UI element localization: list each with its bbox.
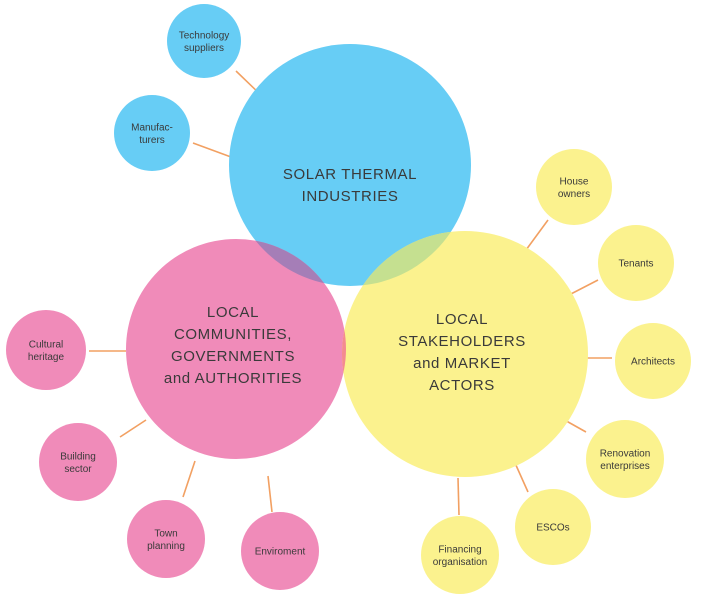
label-line: LOCAL <box>436 311 488 328</box>
label-line: STAKEHOLDERS <box>398 333 526 350</box>
satellite-manufacturers[interactable]: Manufac-turers <box>114 95 190 171</box>
satellite-cultural-heritage[interactable]: Cultural heritage <box>6 310 86 390</box>
label-line: COMMUNITIES, <box>174 326 292 343</box>
satellite-escos[interactable]: ESCOs <box>515 489 591 565</box>
connector-building-sector <box>119 419 147 438</box>
satellite-renovation-enterprises-circle[interactable] <box>586 420 664 498</box>
connector-town-planning <box>182 460 196 498</box>
satellite-building-sector-label: Building sector <box>60 451 96 475</box>
label-line: enterprises <box>600 461 649 472</box>
satellite-architects[interactable]: Architects <box>615 323 691 399</box>
label-line: suppliers <box>184 43 224 54</box>
satellite-cultural-heritage-circle[interactable] <box>6 310 86 390</box>
satellite-circles: Technology suppliers Manufac-turers Cultu… <box>6 4 691 594</box>
label-line: organisation <box>433 557 487 568</box>
connector-escos <box>514 462 529 493</box>
satellite-building-sector[interactable]: Building sector <box>39 423 117 501</box>
satellite-house-owners-circle[interactable] <box>536 149 612 225</box>
satellite-tenants-label: Tenants <box>618 259 653 270</box>
satellite-architects-circle[interactable] <box>615 323 691 399</box>
satellite-financing-organisation[interactable]: Financing organisation <box>421 516 499 594</box>
satellite-cultural-heritage-label: Cultural heritage <box>28 339 65 363</box>
solar-thermal-label: SOLAR THERMAL INDUSTRIES <box>283 166 417 205</box>
satellite-manufacturers-circle[interactable] <box>114 95 190 171</box>
satellite-house-owners[interactable]: House owners <box>536 149 612 225</box>
satellite-town-planning-circle[interactable] <box>127 500 205 578</box>
connector-financing-organisation <box>457 477 460 516</box>
label-line: Cultural <box>29 339 63 350</box>
satellite-enviroment-circle[interactable] <box>241 512 319 590</box>
connector-lines <box>89 70 612 516</box>
label-line: Town <box>154 528 177 539</box>
label-line: Technology <box>179 30 230 41</box>
label-line: Renovation <box>600 448 651 459</box>
connector-manufacturers <box>192 142 232 158</box>
label-line: GOVERNMENTS <box>171 348 295 365</box>
satellite-enviroment[interactable]: Enviroment <box>241 512 319 590</box>
label-line: House <box>560 176 589 187</box>
label-line: SOLAR THERMAL <box>283 166 417 183</box>
label-line: Building <box>60 451 96 462</box>
satellite-town-planning[interactable]: Town planning <box>127 500 205 578</box>
satellite-house-owners-label: House owners <box>558 176 590 200</box>
main-circles <box>126 44 588 477</box>
label-line: INDUSTRIES <box>302 188 399 205</box>
local-stakeholders-label: LOCAL STAKEHOLDERS and MARKET ACTORS <box>398 311 526 394</box>
satellite-technology-suppliers[interactable]: Technology suppliers <box>167 4 241 78</box>
local-communities-label: LOCAL COMMUNITIES, GOVERNMENTS and AUTHORIT… <box>164 304 302 387</box>
label-line: heritage <box>28 352 65 363</box>
satellite-financing-organisation-circle[interactable] <box>421 516 499 594</box>
connector-house-owners <box>525 219 549 251</box>
label-line: planning <box>147 541 185 552</box>
satellite-manufacturers-label: Manufac-turers <box>131 122 173 146</box>
satellite-technology-suppliers-circle[interactable] <box>167 4 241 78</box>
satellite-tenants-circle[interactable] <box>598 225 674 301</box>
satellite-technology-suppliers-label: Technology suppliers <box>179 30 230 54</box>
satellite-architects-label: Architects <box>631 357 675 368</box>
local-stakeholders-circle[interactable] <box>342 231 588 477</box>
satellite-town-planning-label: Town planning <box>147 528 185 552</box>
connector-enviroment <box>267 475 273 513</box>
label-line: and MARKET <box>413 355 511 372</box>
main-circle-labels: SOLAR THERMAL INDUSTRIES LOCAL COMMUNITIES… <box>164 166 526 394</box>
satellite-renovation-enterprises-label: Renovation enterprises <box>600 448 651 472</box>
local-communities-circle[interactable] <box>126 239 346 459</box>
label-line: owners <box>558 189 590 200</box>
label-line: Financing <box>438 544 481 555</box>
label-line: and AUTHORITIES <box>164 370 302 387</box>
label-line: Manufac- <box>131 122 173 133</box>
label-line: Enviroment <box>255 547 306 558</box>
satellite-escos-label: ESCOs <box>536 523 569 534</box>
label-line: turers <box>139 135 165 146</box>
satellite-enviroment-label: Enviroment <box>255 547 306 558</box>
solar-thermal-circle[interactable] <box>229 44 471 286</box>
label-line: LOCAL <box>207 304 259 321</box>
satellite-renovation-enterprises[interactable]: Renovation enterprises <box>586 420 664 498</box>
label-line: sector <box>64 464 92 475</box>
label-line: ACTORS <box>429 377 495 394</box>
satellite-building-sector-circle[interactable] <box>39 423 117 501</box>
label-line: ESCOs <box>536 523 569 534</box>
satellite-escos-circle[interactable] <box>515 489 591 565</box>
connector-tenants <box>566 279 599 297</box>
label-line: Architects <box>631 357 675 368</box>
satellite-financing-organisation-label: Financing organisation <box>433 544 487 568</box>
satellite-tenants[interactable]: Tenants <box>598 225 674 301</box>
label-line: Tenants <box>618 259 653 270</box>
